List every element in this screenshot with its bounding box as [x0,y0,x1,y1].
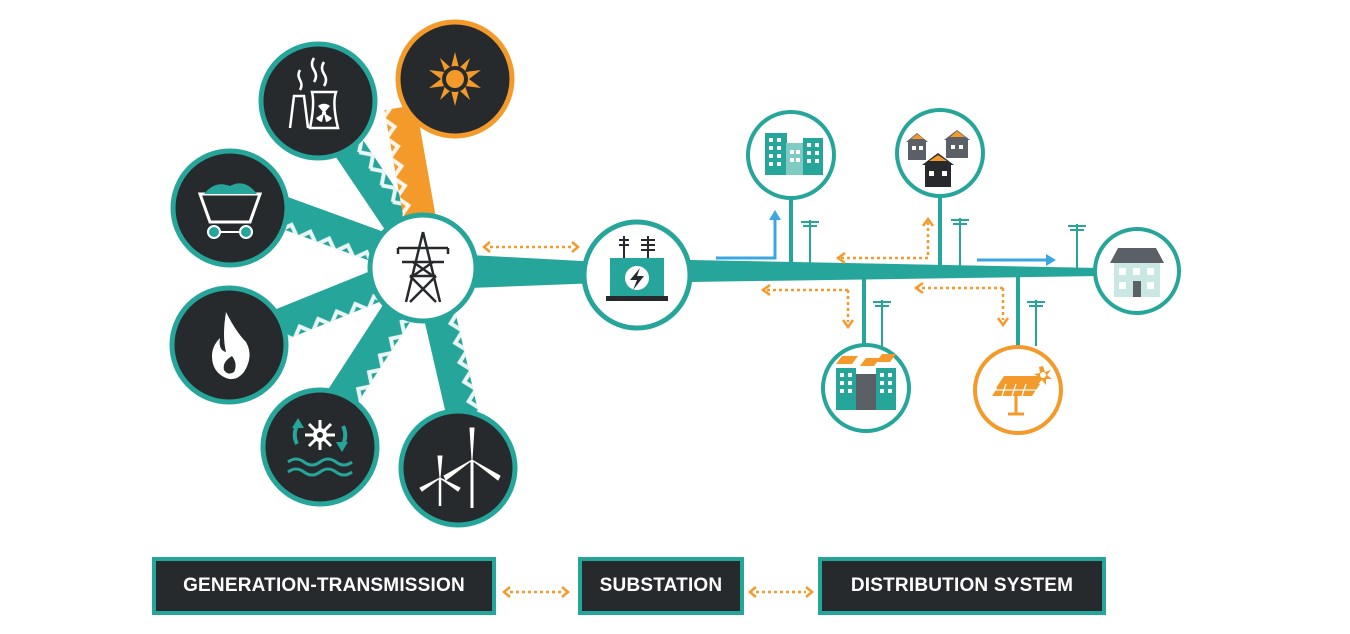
substation-label: SUBSTATION [578,557,744,615]
node-solar-panel [973,345,1063,435]
node-residential [895,108,985,198]
coal-cart-icon [197,183,263,239]
solar-sun-icon [429,52,481,106]
commercial-building-icon [765,133,823,175]
node-solar-buildings [821,343,911,433]
blue-flow-arrow [716,218,777,260]
pole-icon [873,300,891,346]
node-commercial [746,110,836,200]
nuclear-plant-icon [288,57,340,130]
natural-gas-flame-icon [212,312,250,380]
source-nuclear [258,41,378,161]
wind-turbines-icon [419,427,501,508]
substation-node [581,219,693,331]
pole-icon [801,220,819,266]
source-solar [395,19,515,139]
generation-transmission-label: GENERATION-TRANSMISSION [152,557,496,615]
transmission-tower-icon [396,231,450,303]
source-gas [169,285,289,405]
hydro-turbine-icon [287,418,353,477]
transmission-lines [470,195,1100,346]
pole-icon [1068,224,1086,272]
distribution-system-label: DISTRIBUTION SYSTEM [818,557,1106,615]
house-icon [1110,248,1164,297]
transmission-hub [367,212,479,324]
utility-poles [801,218,1086,346]
orange-flow-arrow [840,222,930,260]
solar-panel-icon [992,366,1052,416]
source-hydro [260,387,380,507]
solar-buildings-icon [836,354,896,410]
node-house [1093,227,1181,315]
pole-icon [1027,300,1045,346]
source-coal [170,148,290,268]
substation-transformer-icon [606,236,668,301]
source-wind [398,408,518,528]
flow-arrows [482,210,1056,598]
residential-houses-solar-icon [906,130,970,187]
pole-icon [951,218,969,268]
